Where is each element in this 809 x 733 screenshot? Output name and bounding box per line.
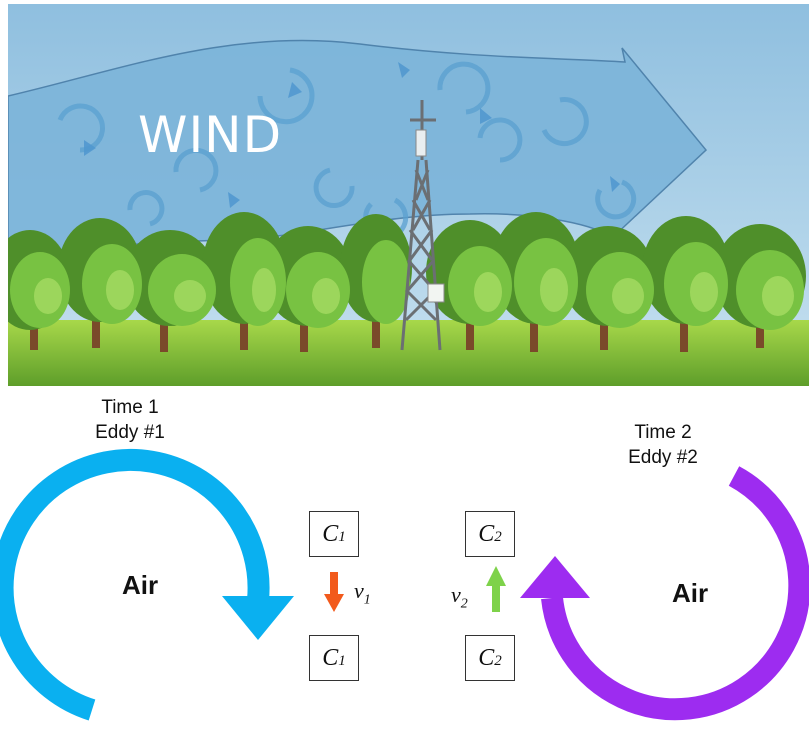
time-2-label: Time 2 Eddy #2 — [608, 420, 718, 470]
time-1-label: Time 1 Eddy #1 — [80, 395, 180, 445]
wind-swirls — [57, 61, 637, 241]
eddy-2-text: Eddy #2 — [628, 447, 698, 468]
eddy-1-arrowhead — [222, 596, 294, 640]
c1-top-symbol: C — [322, 520, 339, 547]
grass-ground — [8, 320, 809, 386]
swirl-arrowheads — [84, 62, 620, 208]
forest-illustration — [8, 4, 809, 386]
eddy-1-arrow — [0, 448, 294, 721]
v1-label: v1 — [354, 578, 371, 608]
time-2-text: Time 2 — [634, 422, 692, 443]
v1-subscript: 1 — [363, 592, 371, 608]
c2-top-symbol: C — [478, 520, 495, 547]
eddy-1-text: Eddy #1 — [95, 422, 165, 443]
tree-line — [8, 212, 806, 352]
v2-arrow — [486, 566, 506, 612]
eddy-2-arrowhead — [520, 556, 590, 598]
air-label-2: Air — [671, 578, 709, 608]
air-label-1: Air — [121, 570, 159, 600]
sensor-box — [427, 283, 445, 303]
c1-bottom-subscript: 1 — [338, 652, 346, 669]
c2-bottom-symbol: C — [478, 644, 495, 671]
c1-bottom-symbol: C — [322, 644, 339, 671]
wind-label: WIND — [138, 106, 282, 164]
c1-top-subscript: 1 — [338, 528, 346, 545]
v2-label: v2 — [451, 582, 468, 612]
time-1-text: Time 1 — [101, 397, 159, 418]
v1-arrow — [324, 572, 344, 612]
c2-bottom-subscript: 2 — [494, 652, 502, 669]
v2-subscript: 2 — [460, 596, 468, 612]
v1-symbol: v — [354, 578, 364, 603]
tower-instrument — [415, 129, 427, 157]
c2-top-subscript: 2 — [494, 528, 502, 545]
eddy-2-arrow — [520, 466, 809, 721]
v2-symbol: v — [451, 582, 461, 607]
